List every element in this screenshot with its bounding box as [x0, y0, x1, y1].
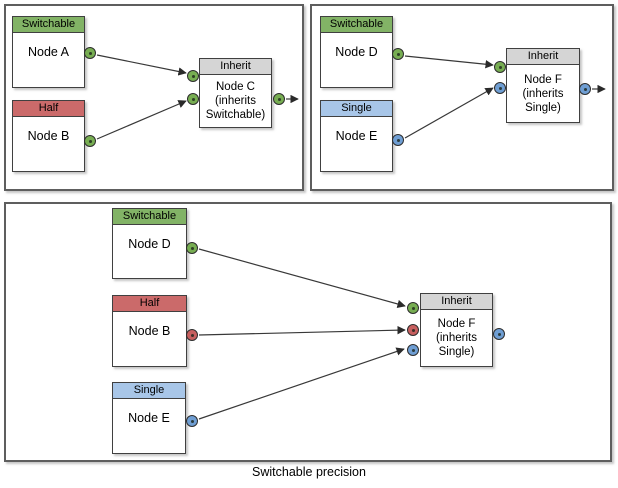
- node-b-output-port: [84, 135, 96, 147]
- node-e-bottom-header: Single: [113, 383, 185, 399]
- node-c-label-line2: (inherits: [215, 95, 256, 107]
- node-c-label-line1: Node C: [216, 81, 255, 93]
- node-d-bottom: Switchable Node D: [112, 208, 187, 279]
- node-a: Switchable Node A: [12, 16, 85, 88]
- node-e-bottom-output-port: [186, 415, 198, 427]
- port-dot-icon: [411, 306, 415, 310]
- port-dot-icon: [498, 86, 502, 90]
- node-c: Inherit Node C (inherits Switchable): [199, 58, 272, 128]
- port-dot-icon: [498, 65, 502, 69]
- node-a-output-port: [84, 47, 96, 59]
- port-dot-icon: [277, 97, 281, 101]
- diagram-caption: Switchable precision: [252, 465, 366, 479]
- port-dot-icon: [583, 87, 587, 91]
- node-f-label: Node F (inherits Single): [507, 65, 579, 122]
- node-d-output-port: [392, 48, 404, 60]
- node-d-label: Node D: [335, 45, 378, 59]
- node-e-output-port: [392, 134, 404, 146]
- node-e-label: Node E: [335, 129, 378, 143]
- node-c-label-line3: Switchable): [205, 109, 266, 121]
- port-dot-icon: [191, 97, 195, 101]
- node-f-bottom-label-line1: Node F: [437, 318, 476, 330]
- node-d-bottom-label: Node D: [128, 236, 171, 251]
- node-b: Half Node B: [12, 100, 85, 172]
- node-b-bottom-output-port: [186, 329, 198, 341]
- node-b-label: Node B: [27, 129, 70, 143]
- node-f-bottom: Inherit Node F (inherits Single): [420, 293, 493, 367]
- node-f-label-line3: Single): [525, 101, 561, 114]
- node-f-bottom-input-port-2: [407, 324, 419, 336]
- panel-bottom: [4, 202, 612, 462]
- node-b-bottom: Half Node B: [112, 295, 187, 367]
- node-f-output-port: [579, 83, 591, 95]
- port-dot-icon: [411, 328, 415, 332]
- node-c-label: Node C (inherits Switchable): [200, 75, 271, 127]
- port-dot-icon: [190, 333, 194, 337]
- node-a-header: Switchable: [13, 17, 84, 33]
- node-f-bottom-label-line2: (inherits: [436, 332, 477, 344]
- port-dot-icon: [88, 51, 92, 55]
- port-dot-icon: [411, 348, 415, 352]
- port-dot-icon: [497, 332, 501, 336]
- node-f-label-line1: Node F: [524, 73, 562, 86]
- node-c-header: Inherit: [200, 59, 271, 75]
- node-f-bottom-input-port-3: [407, 344, 419, 356]
- node-f-input-port-2: [494, 82, 506, 94]
- node-d-header: Switchable: [321, 17, 392, 33]
- port-dot-icon: [396, 138, 400, 142]
- node-d: Switchable Node D: [320, 16, 393, 88]
- node-c-input-port-2: [187, 93, 199, 105]
- node-d-bottom-output-port: [186, 242, 198, 254]
- node-c-output-port: [273, 93, 285, 105]
- node-e: Single Node E: [320, 100, 393, 172]
- port-dot-icon: [191, 74, 195, 78]
- node-b-bottom-label: Node B: [128, 324, 171, 338]
- node-f-header: Inherit: [507, 49, 579, 65]
- node-e-header: Single: [321, 101, 392, 117]
- node-f: Inherit Node F (inherits Single): [506, 48, 580, 123]
- node-f-input-port-1: [494, 61, 506, 73]
- node-d-bottom-header: Switchable: [113, 209, 186, 225]
- node-f-bottom-output-port: [493, 328, 505, 340]
- node-f-bottom-label: Node F (inherits Single): [421, 310, 492, 366]
- node-f-bottom-header: Inherit: [421, 294, 492, 310]
- port-dot-icon: [396, 52, 400, 56]
- node-f-bottom-input-port-1: [407, 302, 419, 314]
- port-dot-icon: [190, 419, 194, 423]
- node-b-header: Half: [13, 101, 84, 117]
- port-dot-icon: [190, 246, 194, 250]
- node-a-label: Node A: [27, 45, 69, 59]
- node-f-bottom-label-line3: Single): [438, 346, 475, 358]
- port-dot-icon: [88, 139, 92, 143]
- node-e-bottom-label: Node E: [128, 411, 170, 425]
- node-b-bottom-header: Half: [113, 296, 186, 312]
- node-e-bottom: Single Node E: [112, 382, 186, 454]
- node-f-label-line2: (inherits: [522, 87, 564, 100]
- node-c-input-port-1: [187, 70, 199, 82]
